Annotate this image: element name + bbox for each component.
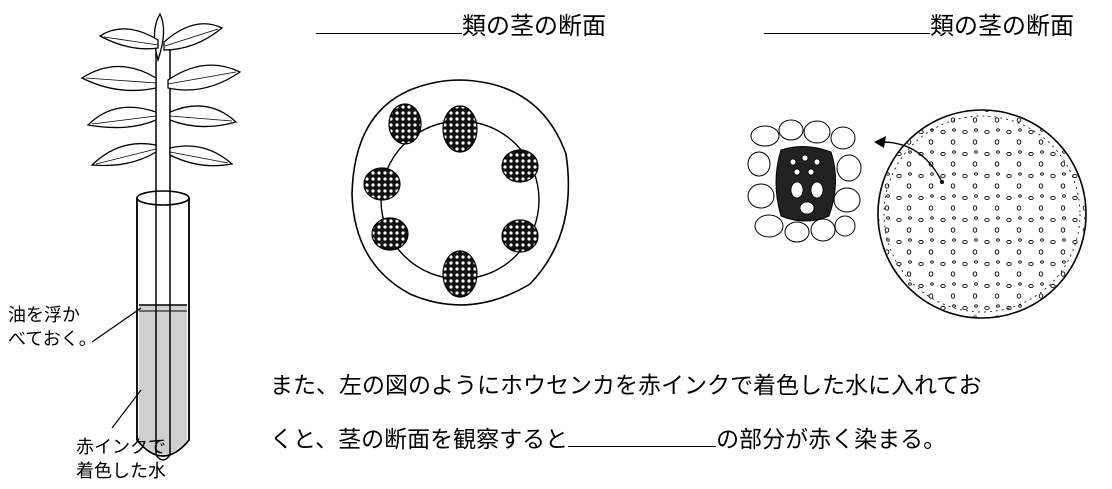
monocot-stem-cross-section xyxy=(877,109,1087,319)
monocot-enlargement xyxy=(747,119,862,243)
description-line2-before: くと、茎の断面を観察すると xyxy=(270,427,569,453)
heading-right-text: 類の茎の断面 xyxy=(930,12,1074,40)
dicot-stem-cross-section xyxy=(351,79,570,306)
heading-right-blank xyxy=(764,31,930,34)
label-pointers xyxy=(91,307,142,429)
stem xyxy=(155,40,171,461)
description-line2: くと、茎の断面を観察すると の部分が赤く染まる。 xyxy=(270,420,946,454)
heading-left-blank xyxy=(316,31,462,34)
heading-left-text: 類の茎の断面 xyxy=(462,12,606,40)
description-line2-after: の部分が赤く染まる。 xyxy=(716,427,947,453)
heading-left: 類の茎の断面 xyxy=(316,6,606,41)
ink-label: 赤インクで 着色した水 xyxy=(76,436,166,484)
ink-label-line1: 赤インクで xyxy=(76,437,166,458)
oil-label: 油を浮か べておく。 xyxy=(8,304,97,352)
oil-label-line1: 油を浮か xyxy=(8,305,80,326)
vascular-bundles xyxy=(363,103,539,298)
leaves xyxy=(80,12,242,167)
enlargement-arrow xyxy=(874,136,944,184)
description-line1: また、左の図のようにホウセンカを赤インクで着色した水に入れてお xyxy=(270,373,982,399)
heading-right: 類の茎の断面 xyxy=(764,6,1074,41)
leaf-veins xyxy=(85,28,237,165)
test-tube xyxy=(136,190,190,457)
plant-test-tube-figure xyxy=(80,12,242,461)
oil-label-line2: べておく。 xyxy=(8,329,97,350)
ink-label-line2: 着色した水 xyxy=(76,461,166,482)
description-blank xyxy=(568,444,717,447)
